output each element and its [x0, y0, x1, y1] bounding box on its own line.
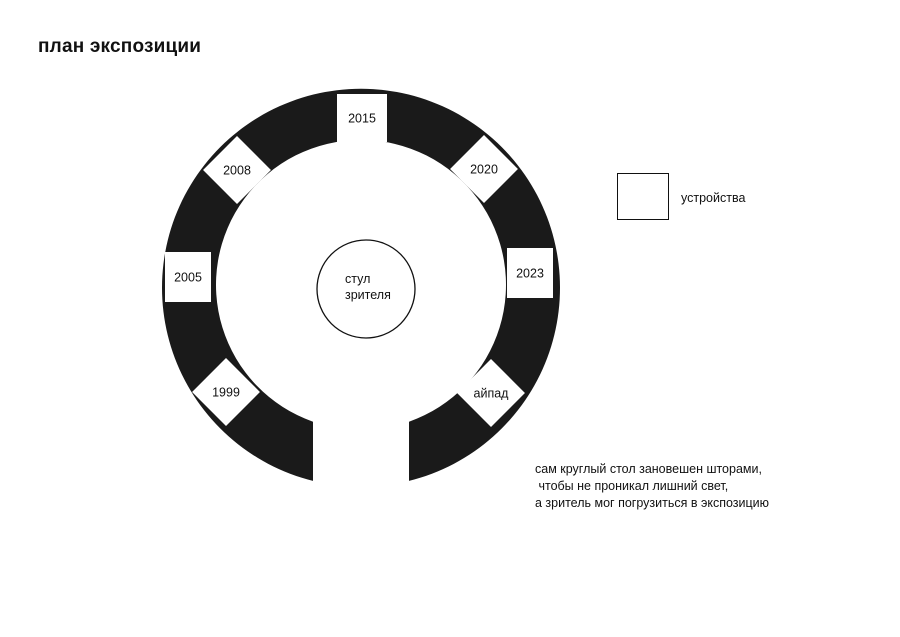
device-1999-label: 1999 [212, 386, 240, 400]
device-2015-label: 2015 [348, 112, 376, 126]
page-title: план экспозиции [38, 36, 202, 57]
device-2005: 2005 [165, 252, 211, 302]
device-2020-label: 2020 [470, 163, 498, 177]
device-2020: 2020 [450, 135, 518, 203]
device-2023-label: 2023 [516, 267, 544, 281]
legend-device-swatch [617, 173, 669, 220]
device-1999: 1999 [192, 358, 260, 426]
legend-label: устройства [681, 191, 746, 205]
device-2005-label: 2005 [174, 271, 202, 285]
device-2023: 2023 [507, 248, 553, 298]
note-line-2: чтобы не проникал лишний свет, [535, 479, 729, 493]
device-ipad-label: айпад [474, 387, 510, 401]
device-2015: 2015 [337, 94, 387, 142]
viewer-chair-label-line1: стул [345, 272, 370, 286]
exhibition-note: сам круглый стол зановешен шторами, чтоб… [535, 461, 769, 512]
note-line-1: сам круглый стол зановешен шторами, [535, 462, 762, 476]
note-line-3: а зритель мог погрузиться в экспозицию [535, 496, 770, 510]
device-ipad: айпад [457, 359, 525, 427]
viewer-chair: стул зрителя [316, 239, 416, 339]
viewer-chair-circle [316, 239, 416, 339]
viewer-chair-label-line2: зрителя [345, 288, 391, 302]
device-2008-label: 2008 [223, 164, 251, 178]
